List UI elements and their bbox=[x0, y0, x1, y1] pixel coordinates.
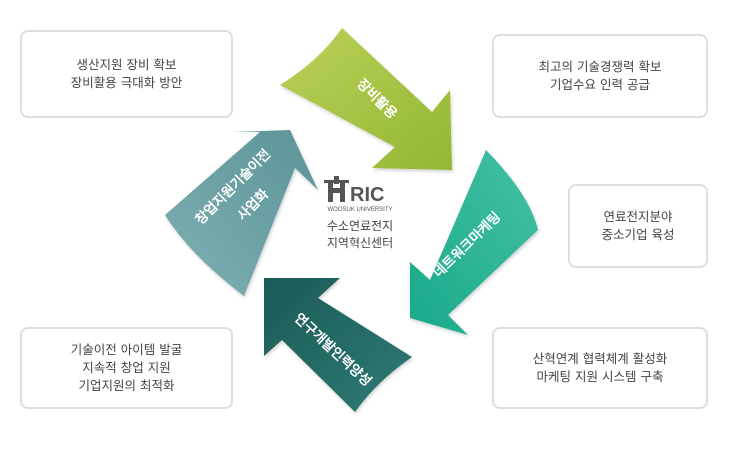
center-title-line1: 수소연료전지 bbox=[326, 219, 394, 233]
center-block: RIC WOOSUK UNIVERSITY 수소연료전지 지역혁신센터 bbox=[300, 176, 420, 276]
arrow-bottom bbox=[264, 278, 412, 412]
info-line: 생산지원 장비 확보 bbox=[76, 57, 177, 72]
info-line: 마케팅 지원 시스템 구축 bbox=[536, 369, 664, 384]
logo-subtext: WOOSUK UNIVERSITY bbox=[327, 207, 392, 213]
info-box-top-left: 생산지원 장비 확보 장비활용 극대화 방안 bbox=[20, 30, 233, 118]
info-line: 최고의 기술경쟁력 확보 bbox=[538, 59, 662, 74]
info-box-bottom-right: 산혁연계 협력체계 활성화 마케팅 지원 시스템 구축 bbox=[492, 327, 708, 409]
info-line: 지속적 창업 지원 bbox=[82, 360, 171, 375]
arrow-left bbox=[165, 130, 318, 296]
arrow-top bbox=[280, 28, 452, 170]
logo-text: RIC bbox=[350, 184, 384, 206]
center-title: 수소연료전지 지역혁신센터 bbox=[300, 218, 420, 252]
info-box-top-right: 최고의 기술경쟁력 확보 기업수요 인력 공급 bbox=[492, 34, 708, 118]
info-line: 장비활용 극대화 방안 bbox=[70, 75, 183, 90]
info-line: 중소기업 육성 bbox=[601, 227, 675, 242]
hric-logo: RIC WOOSUK UNIVERSITY bbox=[324, 176, 393, 213]
arrow-right bbox=[410, 150, 538, 335]
center-title-line2: 지역혁신센터 bbox=[326, 236, 394, 250]
info-line: 기술이전 아이템 발굴 bbox=[70, 342, 183, 357]
info-line: 연료전지분야 bbox=[603, 209, 673, 224]
info-box-middle-right: 연료전지분야 중소기업 육성 bbox=[568, 184, 708, 268]
info-line: 산혁연계 협력체계 활성화 bbox=[532, 351, 668, 366]
info-line: 기업지원의 최적화 bbox=[78, 378, 175, 393]
info-line: 기업수요 인력 공급 bbox=[550, 77, 650, 92]
info-box-bottom-left: 기술이전 아이템 발굴 지속적 창업 지원 기업지원의 최적화 bbox=[20, 327, 233, 409]
